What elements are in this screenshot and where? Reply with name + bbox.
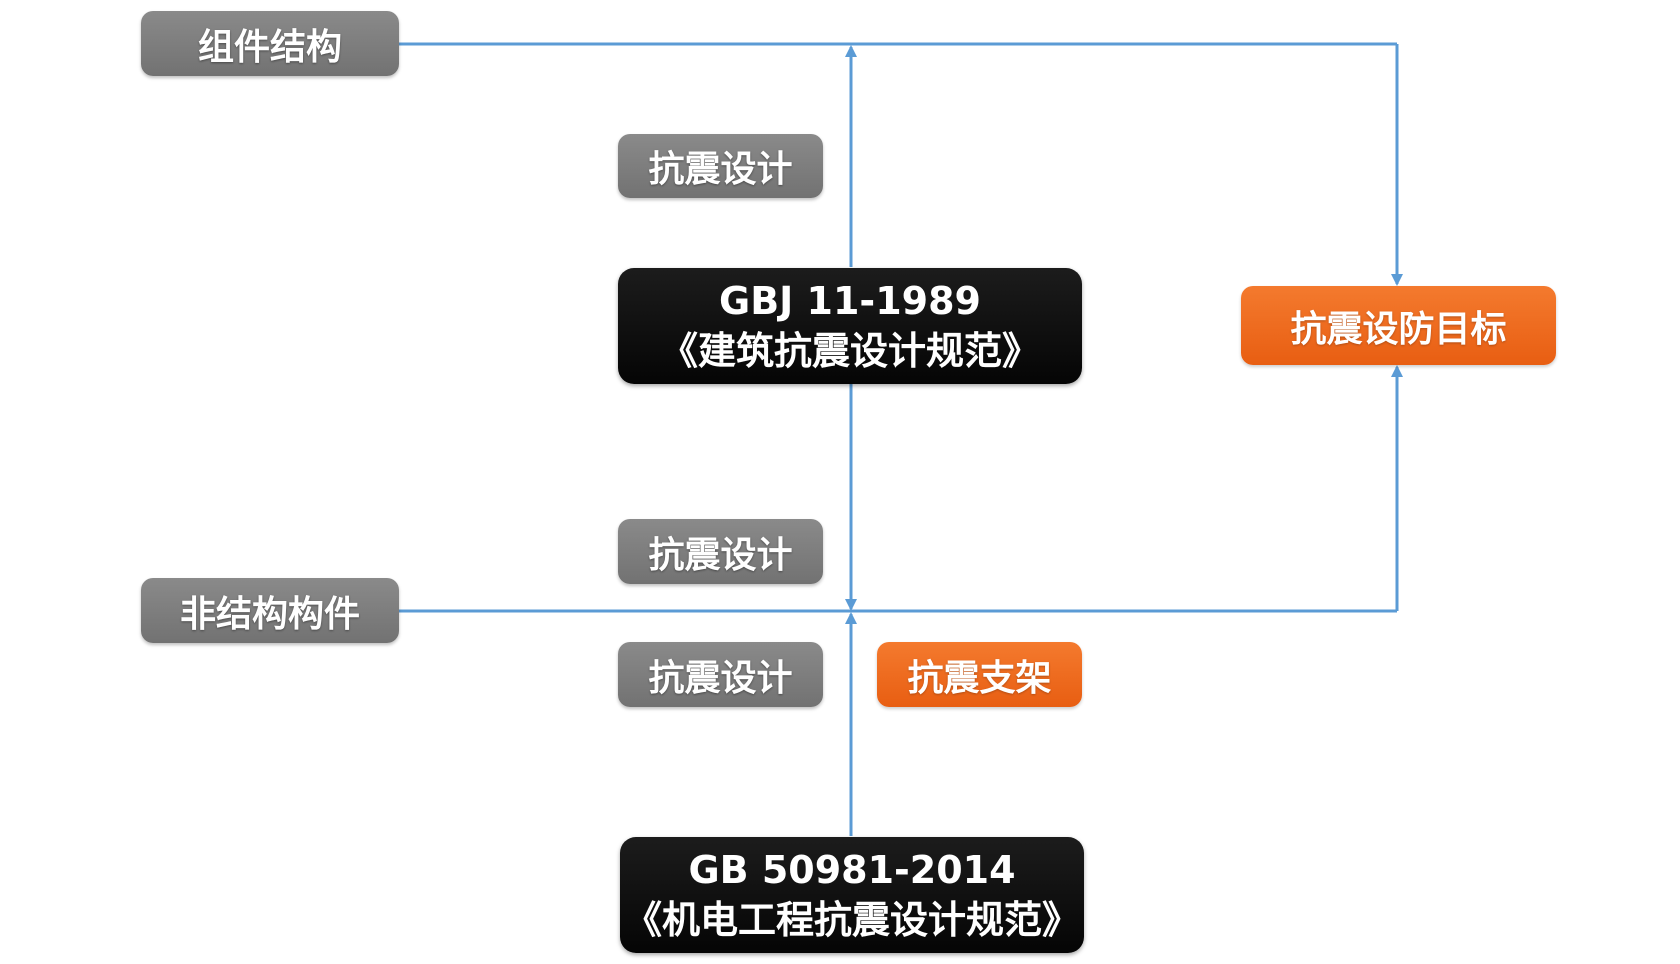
seismic-design-bottom-label: 抗震设计: [648, 657, 793, 699]
seismic-design-top-label: 抗震设计: [648, 149, 793, 190]
gb-code-title: 《机电工程抗震设计规范》: [623, 898, 1080, 942]
fortification-goal-box: 抗震设防目标: [1241, 286, 1556, 365]
seismic-design-top-box: 抗震设计: [618, 134, 823, 198]
nonstructural-components-box: 非结构构件: [141, 578, 399, 643]
seismic-support-box: 抗震支架: [877, 642, 1082, 707]
nonstructural-components-label: 非结构构件: [179, 593, 360, 635]
seismic-design-bottom-box: 抗震设计: [618, 642, 823, 707]
gbj-code-box: GBJ 11-1989 《建筑抗震设计规范》: [618, 268, 1082, 384]
seismic-design-middle-box: 抗震设计: [618, 519, 823, 584]
gb-code-number: GB 50981-2014: [688, 848, 1016, 892]
gbj-code-number: GBJ 11-1989: [719, 279, 981, 323]
gb-code-box: GB 50981-2014 《机电工程抗震设计规范》: [620, 837, 1084, 953]
component-structure-box: 组件结构: [141, 11, 399, 76]
seismic-support-label: 抗震支架: [907, 657, 1052, 699]
component-structure-label: 组件结构: [197, 26, 342, 68]
fortification-goal-label: 抗震设防目标: [1290, 308, 1507, 350]
gbj-code-title: 《建筑抗震设计规范》: [659, 329, 1040, 373]
seismic-design-middle-label: 抗震设计: [648, 534, 793, 576]
